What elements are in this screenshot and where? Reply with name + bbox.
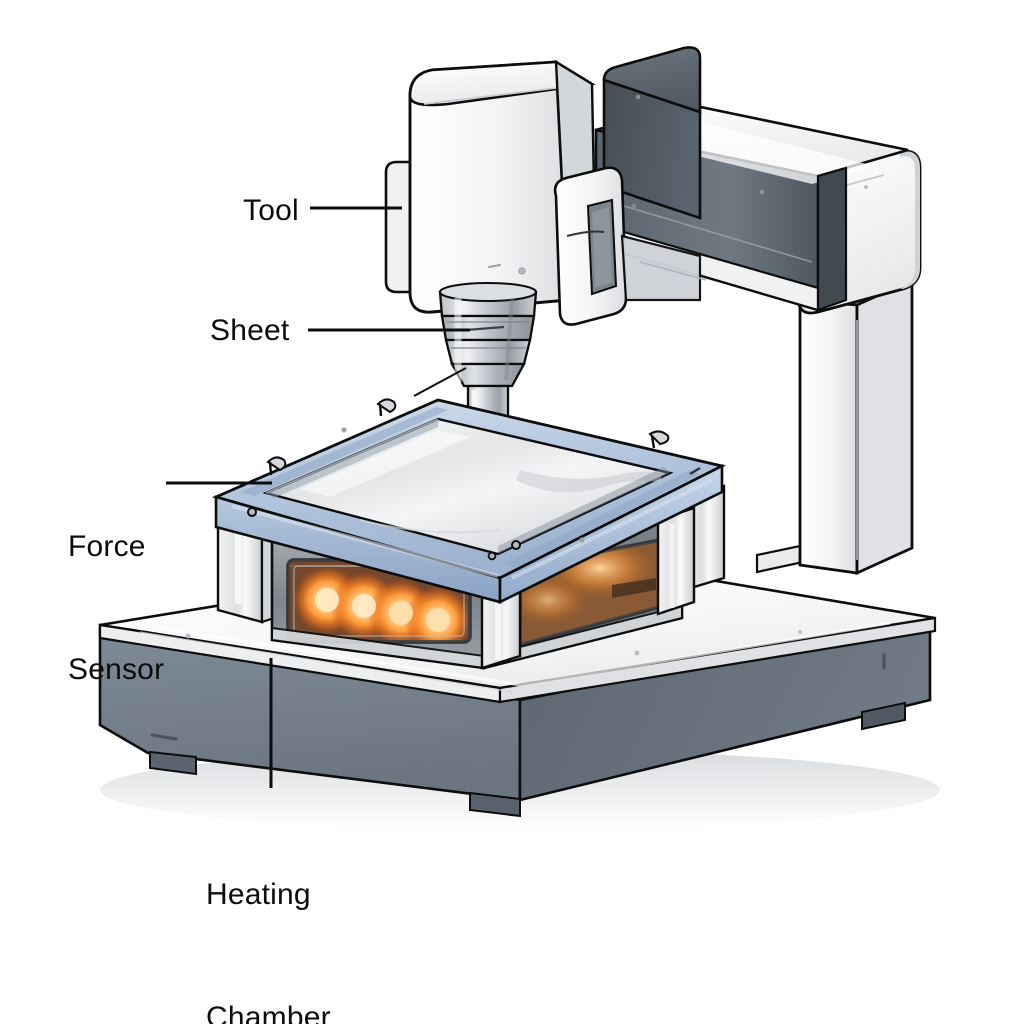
tool-head-screw <box>518 267 526 275</box>
base-foot-front-left <box>149 750 197 776</box>
base-screw-dot <box>185 633 191 639</box>
column-cap-shade <box>900 151 920 289</box>
base-plate-edge-right <box>498 616 937 704</box>
callout-label-sheet: Sheet <box>210 314 290 347</box>
callout-label-force-sensor-line1: Force <box>68 530 146 563</box>
tool-head-mark <box>488 264 501 268</box>
callout-label-heating-chamber: Heating Chamber <box>206 792 331 1024</box>
sheet-sheen-line <box>359 519 501 534</box>
callout-label-force-sensor-line2: Sensor <box>68 653 165 686</box>
chamber-side-dark-band <box>612 578 656 598</box>
ir-lamp-core <box>389 601 413 625</box>
base-top-crease <box>139 631 513 693</box>
clamp-screw-left <box>247 507 257 517</box>
tool-head-connector-window-sheen <box>592 207 612 288</box>
clamp-frame-side-sheen-right <box>511 478 713 580</box>
corner-clamp-right <box>648 430 670 446</box>
ir-lamp-core <box>426 608 450 632</box>
frame-inner-lip-shadow-right <box>498 467 670 554</box>
tool-head-assembly <box>384 46 707 326</box>
clamp-bolt-back <box>378 403 383 417</box>
gantry-arm-screw <box>760 190 764 194</box>
frame-inner-lip-shadow <box>266 419 438 498</box>
corner-clamp-back <box>376 398 397 414</box>
corner-clamp-left <box>266 456 287 472</box>
base-screw-dot <box>634 650 640 656</box>
base-screw-dot <box>797 629 803 635</box>
sheet-highlight <box>300 430 470 497</box>
clamp-mark-right <box>689 466 701 476</box>
spindle-collar-4 <box>450 362 526 388</box>
clamp-screw-front-2 <box>487 551 497 561</box>
clamp-screw-front <box>511 540 521 550</box>
ir-lamp-core <box>315 588 339 612</box>
gantry-arm-end-face <box>816 166 848 312</box>
tool-head-connector-crease <box>566 230 605 237</box>
chamber-front-lamps-group <box>288 560 470 642</box>
gantry-arm-crease <box>603 199 813 263</box>
base-top-sheen <box>159 621 891 687</box>
spindle-shade-streak <box>504 297 514 381</box>
callout-leaders <box>166 206 470 788</box>
heating-chamber <box>270 506 696 670</box>
callout-label-force-sensor: Force Sensor <box>68 444 164 772</box>
gantry-assembly <box>594 102 922 576</box>
callout-label-heating-chamber-line1: Heating <box>206 878 311 911</box>
column-cap-screw <box>864 185 868 189</box>
tool-head-dark-top <box>602 46 702 114</box>
tool-head-dark-screw <box>635 94 641 100</box>
spindle-collar-1-top <box>439 282 537 302</box>
base-foot-right <box>861 701 906 731</box>
callout-label-tool: Tool <box>243 194 299 227</box>
clamp-frame-groove-right <box>506 470 700 568</box>
clamp-dot <box>579 537 585 543</box>
ir-lamp-core <box>352 594 376 618</box>
column-right-face <box>855 277 914 576</box>
sheet-reflection-band <box>516 470 662 493</box>
clamp-hardware-group <box>247 398 701 561</box>
clamp-frame-assembly <box>211 398 727 605</box>
callout-label-heating-chamber-line2: Chamber <box>206 1001 331 1024</box>
base-vent-mark <box>150 733 178 741</box>
spindle-slot-mark <box>465 325 505 332</box>
clamp-bolt-left <box>268 461 273 476</box>
leader-line-sheet-tick <box>413 367 467 397</box>
tool-head-top-crease <box>423 87 557 105</box>
clamp-frame-groove-left <box>240 407 448 496</box>
base-foot-front-right <box>469 791 521 818</box>
clamp-dot <box>341 427 347 433</box>
clamp-frame-right-side <box>498 463 724 605</box>
tool-head-connector-screw <box>631 203 637 209</box>
clamp-frame-side-sheen <box>231 504 499 578</box>
support-post-right <box>656 506 696 616</box>
tool-head-arm-link-crease <box>639 261 707 281</box>
clamp-bolt-right <box>650 435 656 449</box>
column-front-face <box>798 298 859 575</box>
